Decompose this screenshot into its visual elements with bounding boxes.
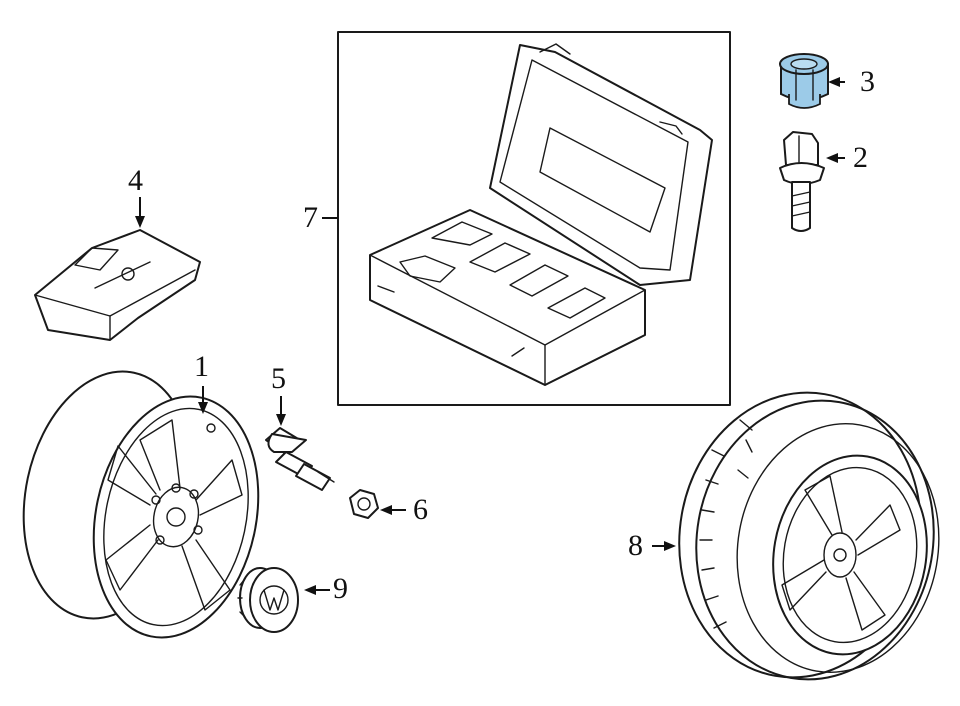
callout-6: 6 <box>413 493 428 526</box>
callout-5: 5 <box>271 362 286 395</box>
callout-9: 9 <box>333 572 348 605</box>
callout-2: 2 <box>853 141 868 174</box>
wheel-bolt-icon <box>779 131 825 232</box>
tpms-sensor-icon <box>34 229 201 341</box>
callout-8: 8 <box>628 529 643 562</box>
callout-3: 3 <box>860 65 875 98</box>
callout-4: 4 <box>128 164 143 197</box>
valve-stem-icon <box>265 427 335 491</box>
center-cap-icon <box>237 567 299 633</box>
tool-case-icon <box>322 31 731 406</box>
callout-7: 7 <box>303 201 318 234</box>
tire-icon <box>678 391 940 681</box>
valve-nut-icon <box>349 489 379 519</box>
alloy-wheel-icon <box>22 370 260 639</box>
callout-1: 1 <box>194 350 209 383</box>
lock-adapter-icon <box>779 53 829 109</box>
